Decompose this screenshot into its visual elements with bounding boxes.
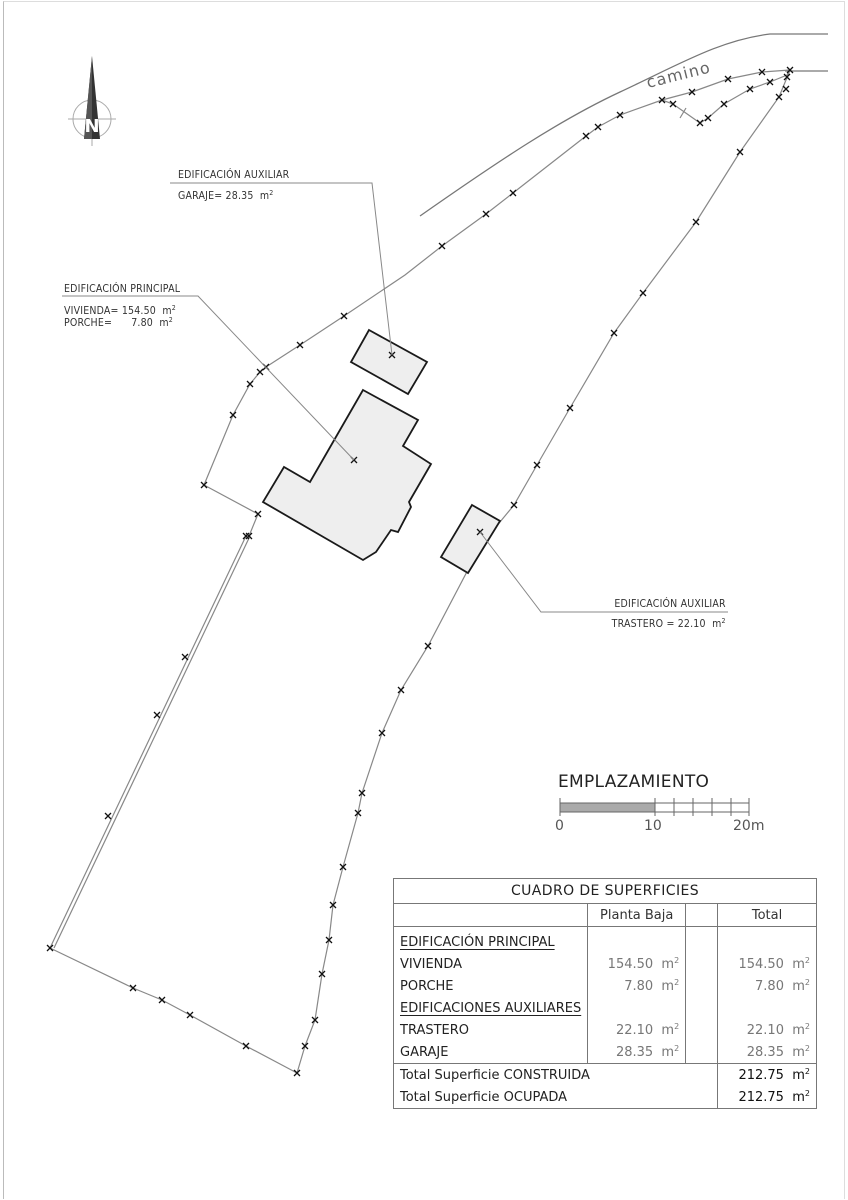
- total-row-construida: Total Superficie CONSTRUIDA 212.75 m2: [392, 1063, 817, 1086]
- cell-total: 154.50: [738, 957, 784, 972]
- cell-total: 22.10: [746, 1023, 784, 1038]
- road-label: camino: [644, 58, 712, 92]
- road: [419, 33, 828, 217]
- callout-trastero-title: EDIFICACIÓN AUXILIAR: [614, 598, 726, 610]
- table-row: PORCHE 7.80 m2 7.80 m2: [392, 975, 817, 997]
- cell-planta-baja: 28.35: [615, 1045, 654, 1060]
- callout-principal-title: EDIFICACIÓN PRINCIPAL: [64, 283, 181, 295]
- col-header-total: Total: [717, 903, 817, 927]
- vivienda-area: VIVIENDA= 154.50: [64, 305, 156, 317]
- callout-trastero-value: TRASTERO = 22.10 m2: [612, 615, 726, 630]
- row-label: GARAJE: [392, 1041, 589, 1064]
- col-header-empty: [685, 903, 719, 927]
- total-row-ocupada: Total Superficie OCUPADA 212.75 m2: [392, 1086, 817, 1109]
- buildings: [261, 328, 502, 575]
- unit-exp: 2: [168, 316, 173, 324]
- unit-exp: 2: [171, 304, 176, 312]
- scale-title: EMPLAZAMIENTO: [558, 772, 710, 792]
- garaje-area: GARAJE= 28.35: [178, 190, 254, 202]
- surfaces-table: CUADRO DE SUPERFICIES Planta Baja Total …: [392, 878, 817, 1109]
- total-label: Total Superficie CONSTRUIDA: [392, 1063, 719, 1086]
- cell-planta-baja: 22.10: [615, 1023, 654, 1038]
- unit: m: [159, 317, 169, 329]
- row-label: VIVIENDA: [392, 953, 589, 975]
- cell-total: 28.35: [746, 1045, 784, 1060]
- building-trastero: [439, 503, 502, 575]
- unit: m: [162, 305, 172, 317]
- north-arrow-icon: N: [68, 56, 116, 146]
- unit-exp: 2: [721, 617, 726, 625]
- cell-planta-baja: 7.80: [624, 979, 654, 994]
- col-header-planta-baja: Planta Baja: [587, 903, 687, 927]
- trastero-area: TRASTERO = 22.10: [612, 618, 707, 630]
- section-principal: EDIFICACIÓN PRINCIPAL: [392, 926, 589, 953]
- svg-text:N: N: [84, 116, 99, 137]
- col-header-label: [392, 903, 589, 927]
- unit: m: [712, 618, 722, 630]
- cell-planta-baja: 154.50: [607, 957, 654, 972]
- scale-tick-20m: 20m: [733, 818, 765, 834]
- callout-principal-vivienda: VIVIENDA= 154.50 m2: [64, 302, 176, 317]
- table-row: GARAJE 28.35 m2 28.35 m2: [392, 1041, 817, 1064]
- leader-lines: [62, 182, 728, 613]
- callout-garaje-value: GARAJE= 28.35 m2: [178, 187, 273, 202]
- callout-garaje-title: EDIFICACIÓN AUXILIAR: [178, 169, 290, 181]
- survey-points: [46, 66, 794, 1077]
- scale-tick-0: 0: [555, 818, 564, 834]
- total-value: 212.75: [738, 1068, 784, 1083]
- row-label: TRASTERO: [392, 1019, 589, 1041]
- survey-point-markers: [46, 66, 794, 1077]
- unit: m: [259, 190, 270, 202]
- callout-principal-porche: PORCHE= 7.80 m2: [64, 314, 173, 329]
- row-label: PORCHE: [392, 975, 589, 997]
- total-value: 212.75: [738, 1090, 784, 1105]
- unit-exp: 2: [269, 189, 274, 197]
- table-row: VIVIENDA 154.50 m2 154.50 m2: [392, 953, 817, 975]
- table-title: CUADRO DE SUPERFICIES: [393, 878, 817, 904]
- building-garaje: [349, 328, 429, 396]
- building-vivienda: [261, 388, 433, 562]
- table-row: TRASTERO 22.10 m2 22.10 m2: [392, 1019, 817, 1041]
- cell-total: 7.80: [755, 979, 784, 994]
- section-auxiliares: EDIFICACIONES AUXILIARES: [392, 997, 589, 1019]
- page-border: [3, 1, 845, 1199]
- scale-tick-10: 10: [644, 818, 662, 834]
- porche-area: PORCHE= 7.80: [64, 317, 153, 329]
- scale-bar: [559, 798, 750, 816]
- total-label: Total Superficie OCUPADA: [392, 1086, 719, 1109]
